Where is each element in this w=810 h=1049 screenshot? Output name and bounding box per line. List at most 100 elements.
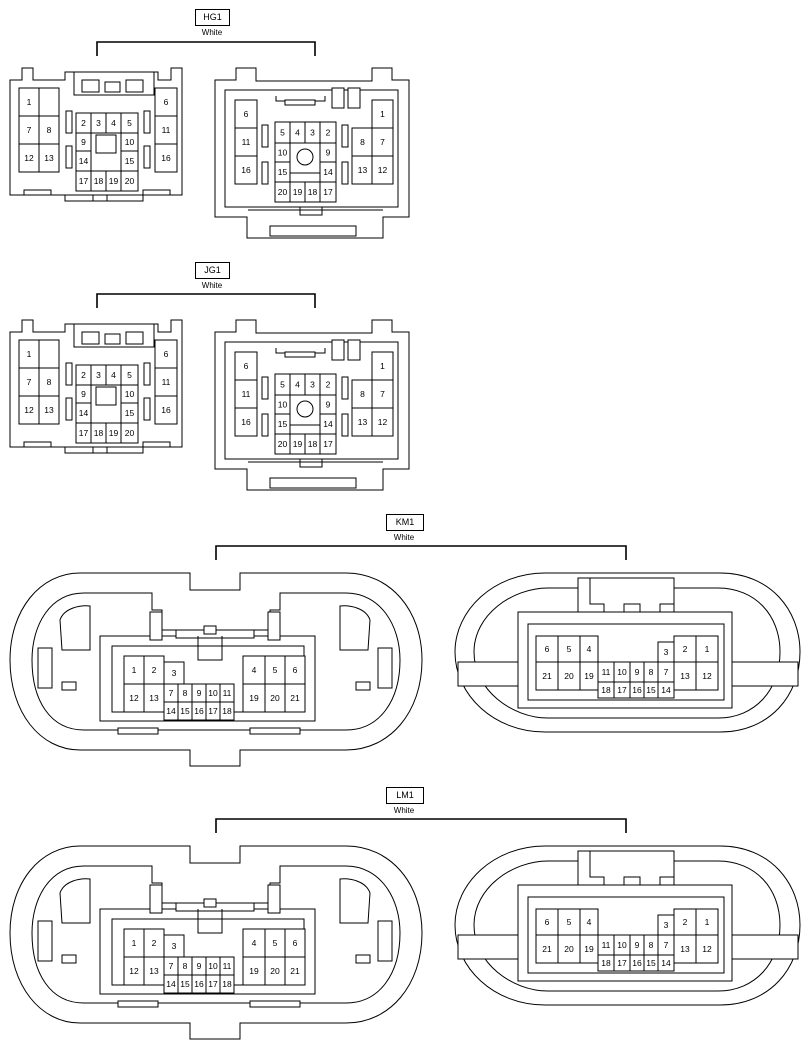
pin-cell [234, 407, 258, 437]
pin-label: 15 [125, 408, 135, 418]
pin-label: 18 [308, 439, 318, 449]
pin-label: 14 [661, 958, 671, 968]
pin-label: 7 [664, 940, 669, 950]
pin-label: 14 [166, 706, 176, 716]
pin-label: 21 [290, 693, 300, 703]
pin-label: 18 [308, 187, 318, 197]
connector-code-jg1: JG1 [195, 262, 230, 279]
side-rib [65, 362, 73, 386]
latch-post [149, 611, 163, 641]
side-rib [261, 376, 269, 400]
pin-label: 14 [661, 685, 671, 695]
pin-label: 14 [79, 408, 89, 418]
pin-label: 7 [27, 377, 32, 387]
pin-label: 13 [149, 693, 159, 703]
pin-label: 3 [664, 920, 669, 930]
pin-label: 21 [290, 966, 300, 976]
pin-label: 4 [111, 370, 116, 380]
pin-label: 15 [278, 167, 288, 177]
pin-label: 1 [27, 97, 32, 107]
pin-label: 7 [169, 961, 174, 971]
side-rib [65, 110, 73, 134]
bottom-rail [117, 1000, 159, 1008]
pin-label: 1 [380, 361, 385, 371]
latch-post [149, 884, 163, 914]
inner-outline [473, 860, 781, 992]
pin-label: 10 [278, 400, 288, 410]
pin-label: 9 [635, 667, 640, 677]
bracket-line [215, 545, 627, 560]
latch-bar [284, 351, 316, 358]
pin-label: 15 [646, 685, 656, 695]
pin-label: 7 [664, 667, 669, 677]
pin-label: 20 [270, 966, 280, 976]
pin-label: 2 [152, 938, 157, 948]
pin-label: 20 [564, 671, 574, 681]
foot [23, 441, 52, 448]
pin-label: 20 [278, 187, 288, 197]
pin-label: 19 [249, 966, 259, 976]
side-block [37, 647, 53, 689]
pin-label: 10 [278, 148, 288, 158]
latch-post [347, 339, 361, 361]
pin-label: 3 [172, 668, 177, 678]
pin-label: 5 [127, 118, 132, 128]
pin-label: 5 [127, 370, 132, 380]
latch-teeth [589, 851, 674, 888]
side-rib [261, 161, 269, 185]
pin-label: 16 [241, 417, 251, 427]
pin-label: 8 [183, 961, 188, 971]
pin-label: 12 [702, 671, 712, 681]
pin-label: 17 [617, 685, 627, 695]
connector-color-hg1: White [201, 28, 223, 37]
pin-label: 13 [358, 165, 368, 175]
pin-label: 13 [680, 944, 690, 954]
foot [142, 441, 171, 448]
pin-label: 21 [542, 944, 552, 954]
pin-label: 10 [125, 389, 135, 399]
side-rib [65, 145, 73, 169]
pin-label: 2 [683, 917, 688, 927]
pin-label: 3 [172, 941, 177, 951]
pin-label: 19 [584, 671, 594, 681]
latch-tab [81, 331, 100, 345]
pin-label: 12 [129, 966, 139, 976]
pin-label: 19 [293, 187, 303, 197]
housing-outline [9, 67, 183, 196]
pin-label: 9 [81, 389, 86, 399]
pin-label: 12 [129, 693, 139, 703]
pin-cell [371, 407, 394, 437]
pin-label: 9 [81, 137, 86, 147]
pin-cell [695, 934, 719, 964]
pin-label: 3 [310, 380, 315, 390]
pin-label: 10 [617, 940, 627, 950]
connector-color-jg1: White [201, 281, 223, 290]
pin-label: 1 [705, 644, 710, 654]
pin-label: 12 [378, 165, 388, 175]
pin-label: 11 [162, 377, 171, 387]
pin-cell [319, 181, 337, 203]
pin-cell [38, 143, 60, 173]
pin-label: 14 [166, 979, 176, 989]
pin-label: 9 [197, 961, 202, 971]
latch-bar [284, 99, 316, 106]
bracket-line [215, 818, 627, 833]
lip-tab [92, 446, 108, 454]
foot [61, 954, 77, 964]
pin-label: 19 [584, 944, 594, 954]
latch-housing [577, 577, 675, 615]
pin-label: 18 [601, 958, 611, 968]
pin-label: 19 [109, 176, 119, 186]
pin-label: 20 [125, 428, 135, 438]
pin-label: 16 [632, 685, 642, 695]
pin-label: 9 [326, 148, 331, 158]
pin-label: 4 [587, 917, 592, 927]
connector-code-km1: KM1 [386, 514, 424, 531]
pin-label: 1 [380, 109, 385, 119]
pin-label: 8 [360, 389, 365, 399]
bottom-rail [249, 1000, 301, 1008]
pin-label: 18 [94, 428, 104, 438]
